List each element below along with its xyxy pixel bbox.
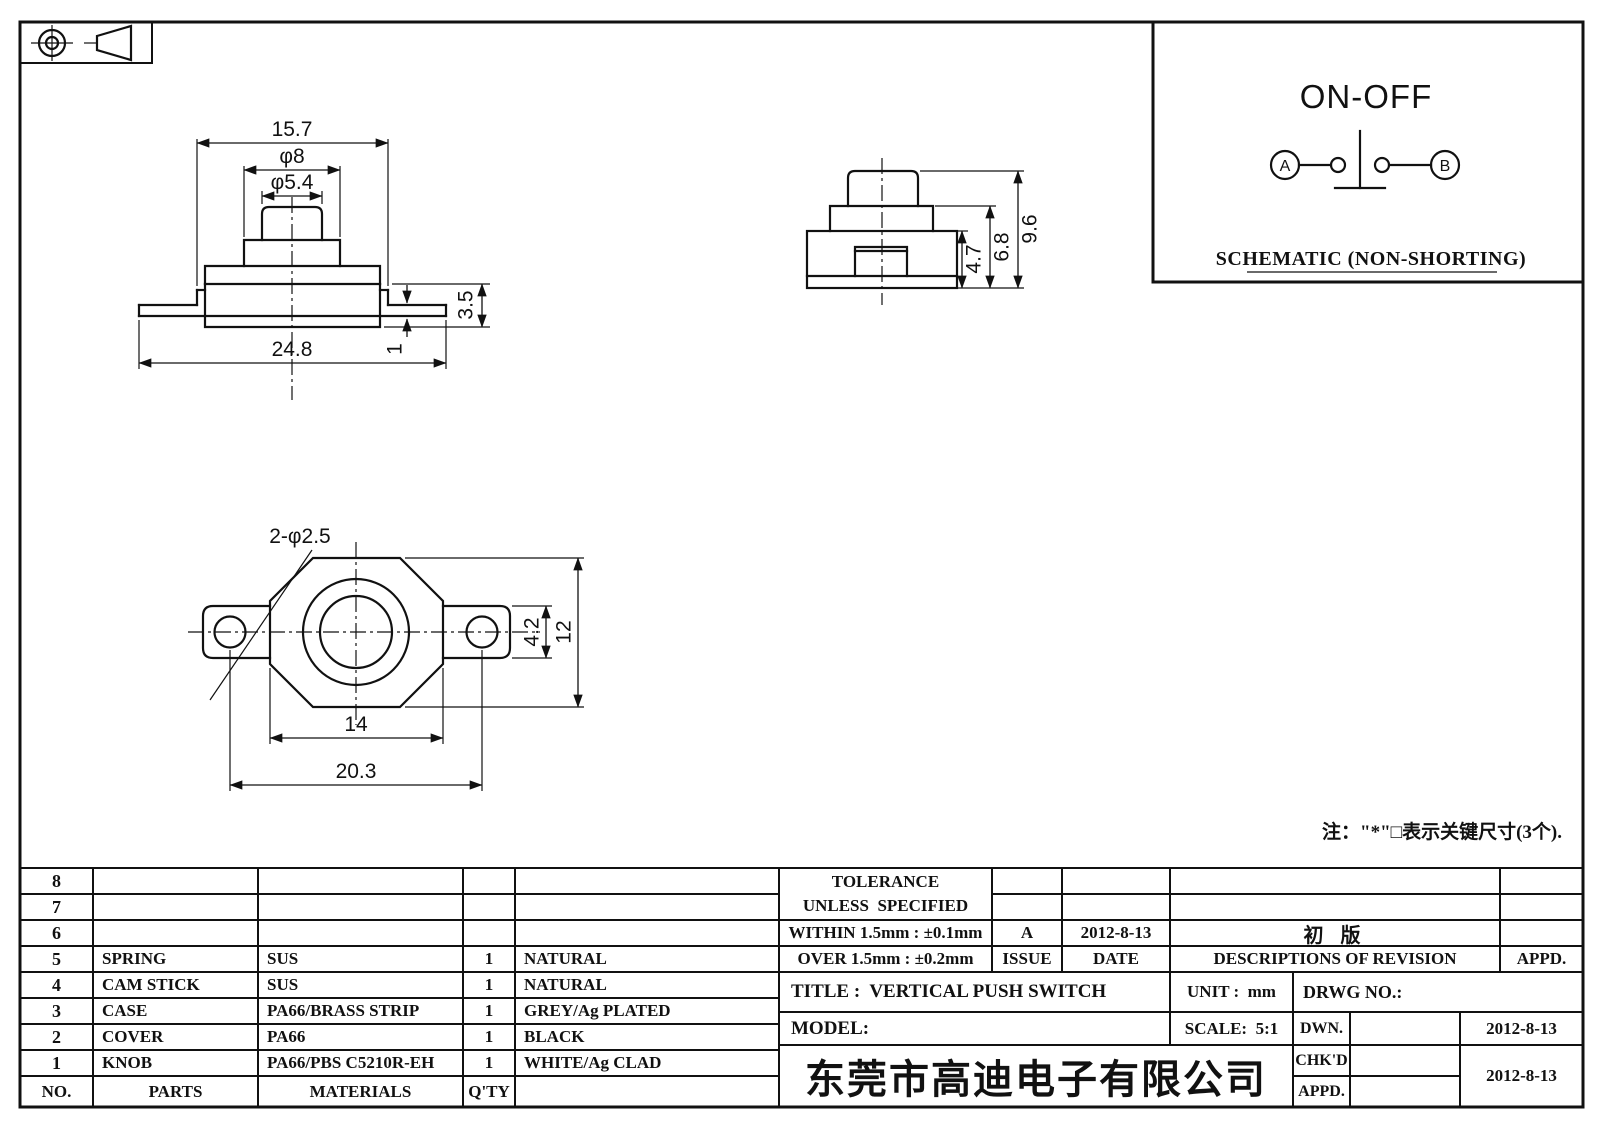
part-name: KNOB — [102, 1053, 153, 1072]
revision-date-value: 2012-8-13 — [1080, 923, 1152, 942]
part-row-no: 3 — [52, 1000, 61, 1021]
dwn-label: DWN. — [1299, 1019, 1344, 1037]
bottom-view: 2-φ2.5 4.2 12 14 20.3 — [188, 525, 584, 791]
revision-description-value: 初 版 — [1303, 924, 1367, 947]
part-color: NATURAL — [524, 975, 607, 994]
sheet-frame — [18, 20, 1585, 1109]
side-view: 4.7 6.8 9.6 — [805, 158, 1042, 305]
part-color: BLACK — [524, 1027, 585, 1046]
part-qty: 1 — [484, 975, 494, 994]
part-row-no: 4 — [52, 974, 61, 995]
dwn-date: 2012-8-13 — [1486, 1018, 1557, 1038]
schematic-title: ON-OFF — [1300, 78, 1432, 115]
appd-label: APPD. — [1298, 1082, 1345, 1100]
part-material: PA66 — [267, 1027, 306, 1046]
tolerance-within: WITHIN 1.5mm : ±0.1mm — [788, 923, 983, 942]
part-qty: 1 — [484, 1053, 494, 1072]
table-grid — [19, 867, 1584, 1108]
part-qty: 1 — [484, 1001, 494, 1020]
part-row-no: 7 — [52, 896, 61, 917]
dim-body-height: 4.7 — [963, 244, 986, 273]
scale-field: SCALE: 5:1 — [1184, 1018, 1279, 1038]
header-materials: MATERIALS — [309, 1081, 412, 1101]
revision-issue-label: ISSUE — [1002, 949, 1052, 968]
part-qty: 1 — [484, 1027, 494, 1046]
tolerance-over: OVER 1.5mm : ±0.2mm — [797, 949, 974, 968]
dim-width-total: 24.8 — [272, 338, 313, 361]
dim-mount-holes: 2-φ2.5 — [269, 525, 330, 548]
tolerance-line1: TOLERANCE — [831, 872, 940, 891]
header-qty: Q'TY — [468, 1081, 510, 1101]
model-field: MODEL: — [791, 1017, 870, 1039]
part-row-no: 1 — [52, 1052, 61, 1073]
part-material: SUS — [267, 949, 299, 968]
dim-step-height: 6.8 — [991, 232, 1014, 261]
dim-total-height: 9.6 — [1019, 214, 1042, 243]
drwg-no-field: DRWG NO.: — [1303, 981, 1403, 1002]
front-view: 15.7 φ8 φ5.4 24.8 3.5 1 — [137, 118, 490, 400]
part-row-no: 6 — [52, 922, 61, 943]
header-no: NO. — [41, 1081, 72, 1101]
revision-description-label: DESCRIPTIONS OF REVISION — [1213, 949, 1457, 968]
dim-knob-inner: φ5.4 — [271, 171, 314, 194]
dim-body-width: 14 — [344, 713, 368, 736]
tolerance-block: TOLERANCE UNLESS SPECIFIED — [779, 868, 992, 920]
unit-field: UNIT : mm — [1187, 982, 1276, 1001]
part-name: SPRING — [102, 949, 167, 968]
chkd-label: CHK'D — [1295, 1051, 1348, 1069]
part-name: COVER — [102, 1027, 164, 1046]
key-dimension-note: 注："*"□表示关键尺寸(3个). — [1322, 820, 1562, 843]
part-material: PA66/PBS C5210R-EH — [267, 1053, 435, 1072]
part-row-no: 5 — [52, 948, 61, 969]
tolerance-line2: UNLESS SPECIFIED — [802, 896, 969, 915]
title-field: TITLE : VERTICAL PUSH SWITCH — [791, 981, 1107, 1002]
dim-leg-thickness: 1 — [384, 343, 407, 355]
dim-bracket-height: 3.5 — [455, 290, 478, 319]
dim-ear-height: 4.2 — [521, 617, 544, 646]
terminal-b-label: B — [1440, 158, 1451, 175]
dim-body-height-top: 12 — [553, 620, 576, 643]
part-row-no: 2 — [52, 1026, 61, 1047]
projection-symbol — [19, 21, 153, 64]
schematic-caption: SCHEMATIC (NON-SHORTING) — [1216, 248, 1526, 270]
part-material: SUS — [267, 975, 299, 994]
chkd-date: 2012-8-13 — [1486, 1066, 1557, 1085]
terminal-a-label: A — [1280, 158, 1291, 175]
part-name: CAM STICK — [102, 975, 200, 994]
schematic-box: ON-OFF A B SCHEMATIC (NON-SHORTING) — [1151, 20, 1585, 284]
company-name: 东莞市高迪电子有限公司 — [805, 1058, 1267, 1102]
part-qty: 1 — [484, 949, 494, 968]
part-row-no: 8 — [52, 870, 61, 891]
part-color: WHITE/Ag CLAD — [524, 1053, 662, 1072]
revision-appd-label: APPD. — [1516, 949, 1567, 968]
revision-issue-value: A — [1020, 923, 1034, 942]
dim-hole-span: 20.3 — [336, 760, 377, 783]
part-color: GREY/Ag PLATED — [524, 1001, 671, 1020]
part-color: NATURAL — [524, 949, 607, 968]
part-material: PA66/BRASS STRIP — [267, 1001, 420, 1020]
dim-width-top: 15.7 — [272, 118, 313, 141]
header-parts: PARTS — [148, 1081, 203, 1101]
dim-knob-outer: φ8 — [279, 145, 304, 168]
part-name: CASE — [102, 1001, 148, 1020]
revision-date-label: DATE — [1093, 949, 1139, 968]
